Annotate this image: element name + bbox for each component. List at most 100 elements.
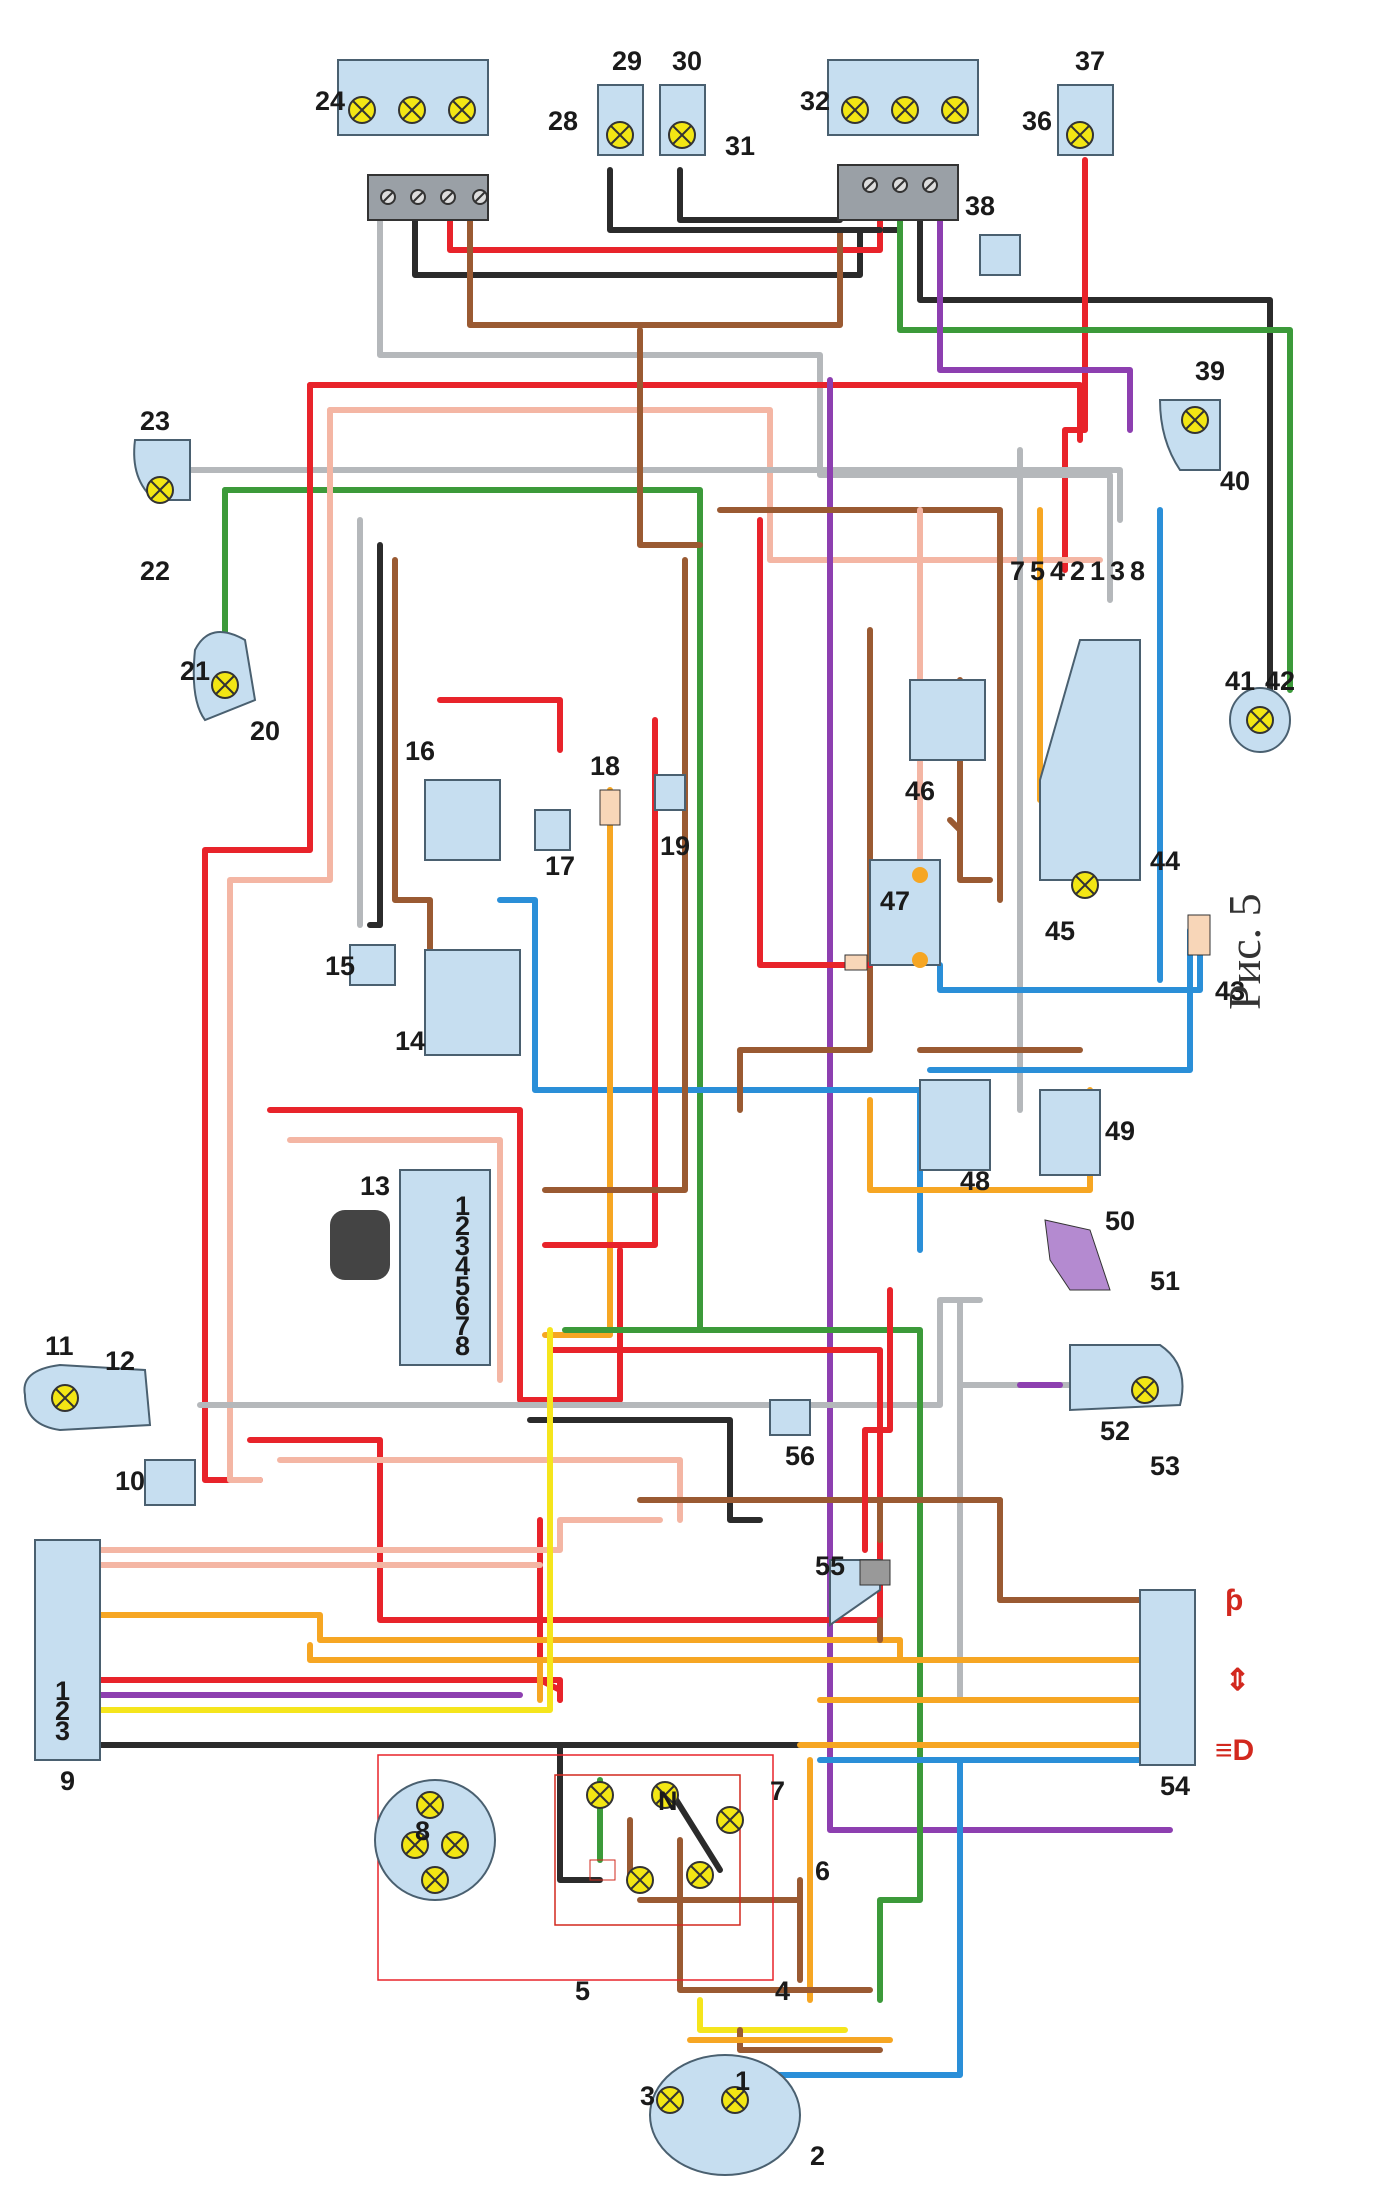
label-55: 55: [815, 1551, 845, 1581]
label-12: 12: [105, 1346, 135, 1376]
term-1: 1: [55, 1676, 70, 1706]
term-4: 4: [455, 1251, 470, 1281]
neutral-icon: N: [658, 1786, 678, 1816]
ignition-terminals: 8 7 6 5 4 3 2 1: [455, 1191, 470, 1361]
instrument-panel-4: [377, 1754, 774, 1981]
switch-49: [1039, 1089, 1101, 1176]
unit-17: [534, 809, 571, 851]
label-37: 37: [1075, 46, 1105, 76]
label-53: 53: [1150, 1451, 1180, 1481]
term-2: 2: [1070, 556, 1085, 586]
battery-icon: [589, 1859, 616, 1881]
term-3: 3: [1110, 556, 1125, 586]
headlight-housing: [649, 2054, 801, 2176]
parking-light-icon: ƥ: [1225, 1584, 1243, 1617]
label-28: 28: [548, 106, 578, 136]
component-labels: 1 2 3 4 5 6 7 8 9 10 11 12 13 14 15 16 1…: [45, 46, 1295, 2171]
label-43: 43: [1215, 976, 1245, 1006]
unit-15: [349, 944, 396, 986]
label-49: 49: [1105, 1116, 1135, 1146]
rear-light-block-24: [337, 59, 489, 221]
label-22: 22: [140, 556, 170, 586]
rear-light-block-32: [827, 59, 979, 221]
battery-minus: [912, 867, 928, 883]
relay-16: [424, 779, 501, 861]
lamp-36-housing: [1057, 84, 1114, 156]
gauge-8: [374, 1779, 496, 1901]
label-29: 29: [612, 46, 642, 76]
label-13: 13: [360, 1171, 390, 1201]
indicator-block: [554, 1774, 741, 1926]
lamp-11-housing: [23, 1363, 152, 1432]
term-6: 6: [455, 1291, 470, 1321]
label-44: 44: [1150, 846, 1180, 876]
lamp-29-housing: [597, 84, 644, 156]
label-51: 51: [1150, 1266, 1180, 1296]
battery-plus: [912, 952, 928, 968]
label-47: 47: [880, 886, 910, 916]
label-20: 20: [250, 716, 280, 746]
term-2: 2: [455, 1211, 470, 1241]
term-5: 5: [455, 1271, 470, 1301]
label-54: 54: [1160, 1771, 1190, 1801]
term-3: 3: [455, 1231, 470, 1261]
fuse-43: [1187, 914, 1211, 956]
label-15: 15: [325, 951, 355, 981]
label-10: 10: [115, 1466, 145, 1496]
label-3: 3: [640, 2081, 655, 2111]
term-8: 8: [1130, 556, 1145, 586]
headlight-icon: ≡D: [1215, 1734, 1254, 1767]
label-48: 48: [960, 1166, 990, 1196]
term-4: 4: [1050, 556, 1065, 586]
lamp-53-housing: [1069, 1344, 1184, 1412]
label-36: 36: [1022, 106, 1052, 136]
label-19: 19: [660, 831, 690, 861]
term-7: 7: [1010, 556, 1025, 586]
term-2: 2: [55, 1696, 70, 1726]
term-8: 8: [455, 1331, 470, 1361]
label-32: 32: [800, 86, 830, 116]
turn-signal-icon: ⇕: [1225, 1664, 1250, 1697]
switch-44: [1039, 639, 1141, 881]
label-52: 52: [1100, 1416, 1130, 1446]
sensor-50: [1044, 1219, 1111, 1291]
label-30: 30: [672, 46, 702, 76]
label-45: 45: [1045, 916, 1075, 946]
term-1: 1: [455, 1191, 470, 1221]
label-23: 23: [140, 406, 170, 436]
term-7: 7: [455, 1311, 470, 1341]
label-11: 11: [45, 1331, 74, 1361]
label-5: 5: [575, 1976, 590, 2006]
label-39: 39: [1195, 356, 1225, 386]
relay-46: [909, 679, 986, 761]
label-46: 46: [905, 776, 935, 806]
label-38: 38: [965, 191, 995, 221]
switch-10: [144, 1459, 196, 1506]
switch-19: [654, 774, 686, 811]
wires: [97, 157, 1293, 2133]
label-9: 9: [60, 1766, 75, 1796]
label-18: 18: [590, 751, 620, 781]
label-2: 2: [810, 2141, 825, 2171]
label-4: 4: [775, 1976, 790, 2006]
label-8: 8: [415, 1816, 430, 1846]
unit-14: [424, 949, 521, 1056]
battery-47: [869, 859, 941, 966]
label-42: 42: [1265, 666, 1295, 696]
label-21: 21: [180, 656, 210, 686]
label-17: 17: [545, 851, 575, 881]
ignition-switch-13: [399, 1169, 491, 1366]
label-16: 16: [405, 736, 435, 766]
label-14: 14: [395, 1026, 425, 1056]
label-7: 7: [770, 1776, 785, 1806]
key-icon: [330, 1210, 390, 1280]
label-1: 1: [735, 2066, 750, 2096]
label-41: 41: [1225, 666, 1255, 696]
label-6: 6: [815, 1856, 830, 1886]
switch-56: [769, 1399, 811, 1436]
fuse-icon: [844, 954, 868, 971]
label-50: 50: [1105, 1206, 1135, 1236]
switch-54: [1139, 1589, 1196, 1766]
switch-38: [979, 234, 1021, 276]
switch-44-terminals: 7 5 4 2 1 3 8: [1010, 556, 1145, 586]
